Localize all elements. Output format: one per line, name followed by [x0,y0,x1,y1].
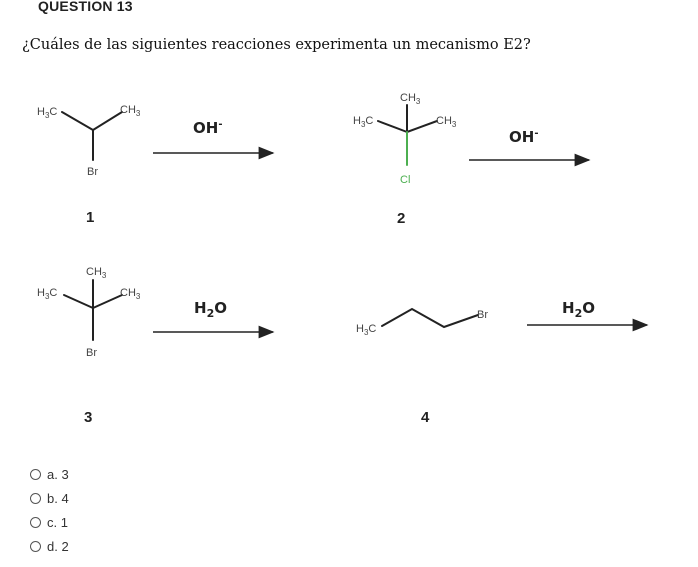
atom-br: Br [477,309,488,321]
radio-button[interactable] [30,516,41,528]
option-label: a. 3 [47,466,69,482]
radio-button[interactable] [30,492,41,504]
reagent-4: H2O [527,299,649,332]
bond [406,120,438,133]
reaction-label-4: 4 [421,409,430,426]
reagent-2: OH- [469,128,591,167]
bond [63,294,94,309]
option-a[interactable]: a. 3 [30,462,69,486]
bond [92,294,123,309]
atom-br: Br [86,347,97,359]
option-label: b. 4 [47,490,69,506]
option-d[interactable]: d. 2 [30,534,69,558]
atom-br: Br [87,166,98,178]
atom-h3c: H3C [37,106,57,120]
atom-cl: Cl [400,174,410,186]
bond [377,120,408,133]
option-b[interactable]: b. 4 [30,486,69,510]
reaction-label-2: 2 [397,210,405,227]
reagent-text: H2O [562,299,595,320]
molecule-3: CH3 H3C CH3 Br 3 [37,266,141,426]
question-text: ¿Cuáles de las siguientes reacciones exp… [22,37,531,53]
option-label: c. 1 [47,514,68,530]
molecule-4: H3C Br 4 [356,307,488,426]
question-number: QUESTION 13 [38,0,133,14]
atom-ch3: CH3 [120,287,141,301]
reagent-text: OH- [193,119,222,137]
molecule-1: H3C CH3 Br 1 [37,104,141,226]
molecule-2: CH3 H3C CH3 Cl 2 [353,92,457,227]
reagent-1: OH- [153,119,275,160]
atom-ch3-top: CH3 [400,92,421,106]
option-c[interactable]: c. 1 [30,510,69,534]
atom-h3c: H3C [353,115,373,129]
reaction-scheme: H3C CH3 Br 1 OH- CH3 H3C CH3 Cl 2 OH- CH… [37,92,649,426]
radio-button[interactable] [30,468,41,480]
reagent-3: H2O [153,299,275,339]
bond [92,111,123,131]
reaction-label-1: 1 [86,209,94,226]
radio-button[interactable] [30,540,41,552]
atom-ch3-top: CH3 [86,266,107,280]
atom-h3c: H3C [37,287,57,301]
atom-h3c: H3C [356,323,376,337]
bond [61,111,94,131]
reaction-label-3: 3 [84,409,92,426]
atom-ch3: CH3 [436,115,457,129]
atom-ch3: CH3 [120,104,141,118]
bond-chain [381,307,479,329]
reagent-text: OH- [509,128,538,146]
answer-options: a. 3 b. 4 c. 1 d. 2 [30,462,69,558]
option-label: d. 2 [47,538,69,554]
reagent-text: H2O [194,299,227,320]
